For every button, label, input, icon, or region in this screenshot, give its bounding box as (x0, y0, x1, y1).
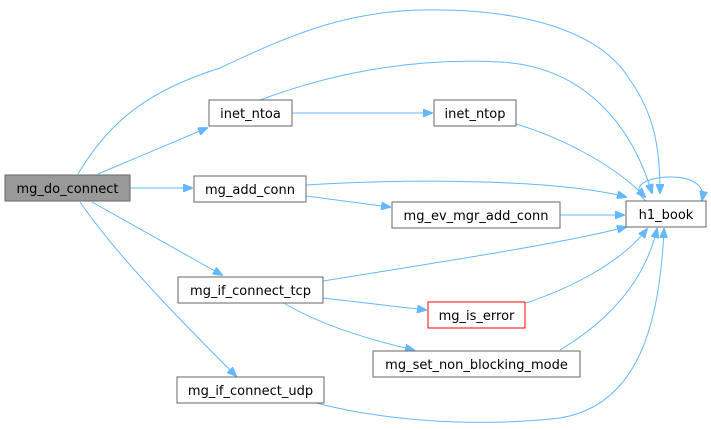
node-mg-if-connect-tcp[interactable]: mg_if_connect_tcp (177, 276, 324, 304)
node-label-mg-add-conn: mg_add_conn (205, 183, 295, 198)
edge-inet-ntoa-to-h1-book (259, 60, 652, 193)
edge-mg-add-conn-to-mg-ev-mgr-add-conn (305, 195, 390, 207)
edge-mg-do-connect-to-h1-book (77, 9, 660, 193)
node-mg-ev-mgr-add-conn[interactable]: mg_ev_mgr_add_conn (391, 201, 561, 229)
node-mg-if-connect-udp[interactable]: mg_if_connect_udp (176, 376, 325, 404)
node-mg-add-conn[interactable]: mg_add_conn (193, 175, 307, 203)
edge-mg-do-connect-to-mg-if-connect-udp (79, 201, 236, 376)
node-inet-ntoa[interactable]: inet_ntoa (208, 99, 293, 127)
node-label-mg-set-non-blocking-mode: mg_set_non_blocking_mode (385, 358, 568, 373)
edge-mg-add-conn-to-h1-book (305, 180, 626, 197)
node-label-inet-ntoa: inet_ntoa (220, 107, 281, 122)
edge-mg-do-connect-to-mg-if-connect-tcp (91, 201, 222, 275)
node-mg-is-error[interactable]: mg_is_error (427, 301, 526, 329)
node-label-inet-ntop: inet_ntop (445, 107, 506, 122)
node-label-mg-if-connect-tcp: mg_if_connect_tcp (190, 284, 311, 299)
edge-mg-if-connect-tcp-to-mg-is-error (322, 297, 426, 310)
edge-mg-do-connect-to-inet-ntoa (97, 128, 207, 175)
edge-mg-set-non-blocking-mode-to-h1-book (559, 229, 657, 351)
edge-mg-is-error-to-h1-book (525, 229, 647, 304)
edge-inet-ntop-to-h1-book (512, 122, 645, 197)
edges (77, 9, 703, 423)
node-mg-set-non-blocking-mode[interactable]: mg_set_non_blocking_mode (372, 350, 581, 378)
node-inet-ntop[interactable]: inet_ntop (433, 99, 517, 127)
edge-mg-if-connect-tcp-to-mg-set-non-blocking-mode (281, 301, 414, 350)
node-label-mg-do-connect: mg_do_connect (17, 182, 119, 197)
node-label-h1-book: h1_book (639, 208, 694, 223)
edge-h1-book-self-loop (638, 176, 703, 201)
node-label-mg-if-connect-udp: mg_if_connect_udp (188, 384, 313, 399)
edge-mg-if-connect-tcp-to-h1-book (322, 227, 626, 282)
node-h1-book[interactable]: h1_book (625, 200, 707, 228)
node-label-mg-is-error: mg_is_error (439, 309, 515, 324)
node-label-mg-ev-mgr-add-conn: mg_ev_mgr_add_conn (404, 209, 549, 224)
node-mg-do-connect[interactable]: mg_do_connect (4, 174, 131, 202)
edge-mg-if-connect-udp-to-h1-book (311, 229, 664, 423)
